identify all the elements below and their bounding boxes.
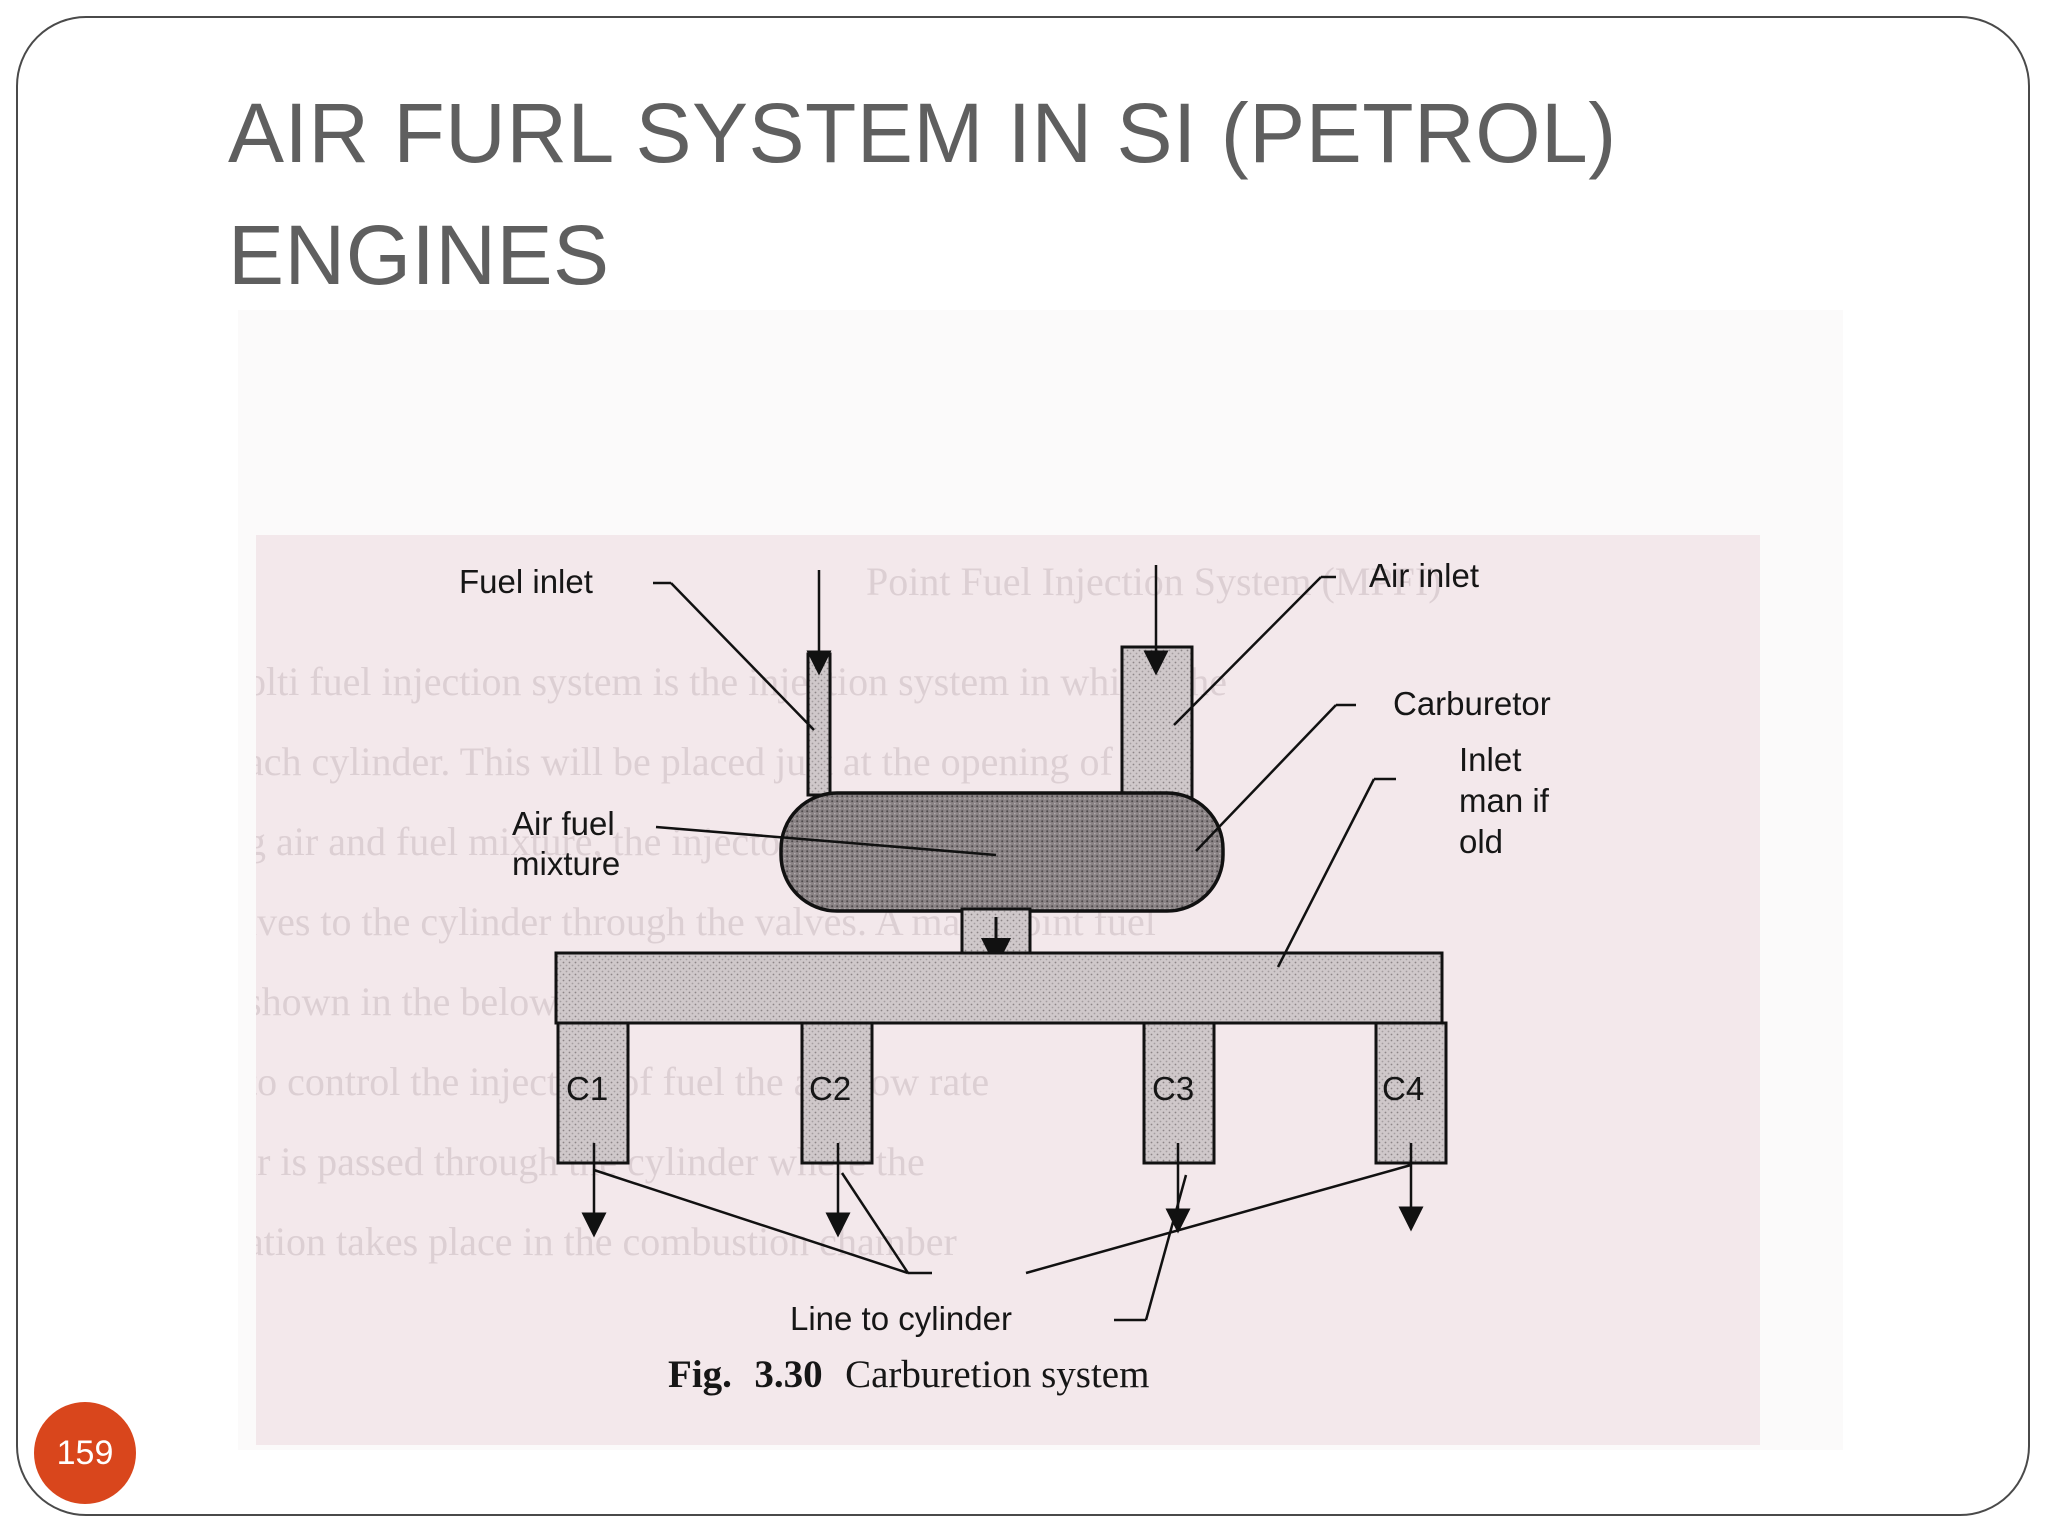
cylinder-c1: C1 [556,1021,630,1238]
label-air-inlet: Air inlet [1369,557,1479,594]
slide-title: AIR FURL SYSTEM IN SI (PETROL) ENGINES [228,72,1788,316]
title-line-1: AIR FURL SYSTEM IN SI (PETROL) [228,86,1617,180]
caption-number: 3.30 [754,1353,822,1396]
svg-text:Point Fuel Injection System (M: Point Fuel Injection System (MPFI) [866,559,1442,604]
label-air-fuel-line-2: mixture [512,845,620,882]
page-number-badge: 159 [34,1402,136,1504]
title-line-2: ENGINES [228,208,610,302]
figure-caption: Fig. 3.30 Carburetion system [668,1353,1149,1396]
label-inlet-manifold-line-2: man if [1459,782,1550,819]
label-air-fuel-line-1: Air fuel [512,805,615,842]
cylinder-label: C3 [1152,1070,1194,1107]
cylinder-c3: C3 [1142,1021,1216,1234]
cylinder-label: C2 [809,1070,851,1107]
label-inlet-manifold-line-3: old [1459,823,1503,860]
caption-prefix: Fig. [668,1353,732,1396]
label-inlet-manifold-line-1: Inlet [1459,741,1521,778]
inlet-manifold [554,951,1444,1025]
cylinder-c4: C4 [1374,1021,1448,1232]
svg-text:ach cylinder. This will be pla: ach cylinder. This will be placed just a… [256,739,1172,784]
caption-text: Carburetion system [845,1353,1149,1396]
svg-text:olti fuel injection system is: olti fuel injection system is the inject… [256,659,1227,704]
cylinder-label: C1 [566,1070,608,1107]
leader-lines [593,575,1412,1322]
carburetion-diagram: Point Fuel Injection System (MPFI) olti … [256,557,1551,1396]
label-carburetor: Carburetor [1393,685,1551,722]
fuel-inlet-pipe [806,652,832,797]
label-line-to-cylinder: Line to cylinder [790,1300,1012,1337]
carburetion-figure: Point Fuel Injection System (MPFI) olti … [256,535,1760,1445]
label-fuel-inlet: Fuel inlet [459,563,593,600]
svg-text:ation takes place in the combu: ation takes place in the combustion cham… [256,1219,957,1264]
air-inlet-pipe [1120,645,1194,805]
carburetor-body [779,791,1225,913]
cylinder-label: C4 [1382,1070,1424,1107]
cylinder-c2: C2 [800,1021,874,1238]
